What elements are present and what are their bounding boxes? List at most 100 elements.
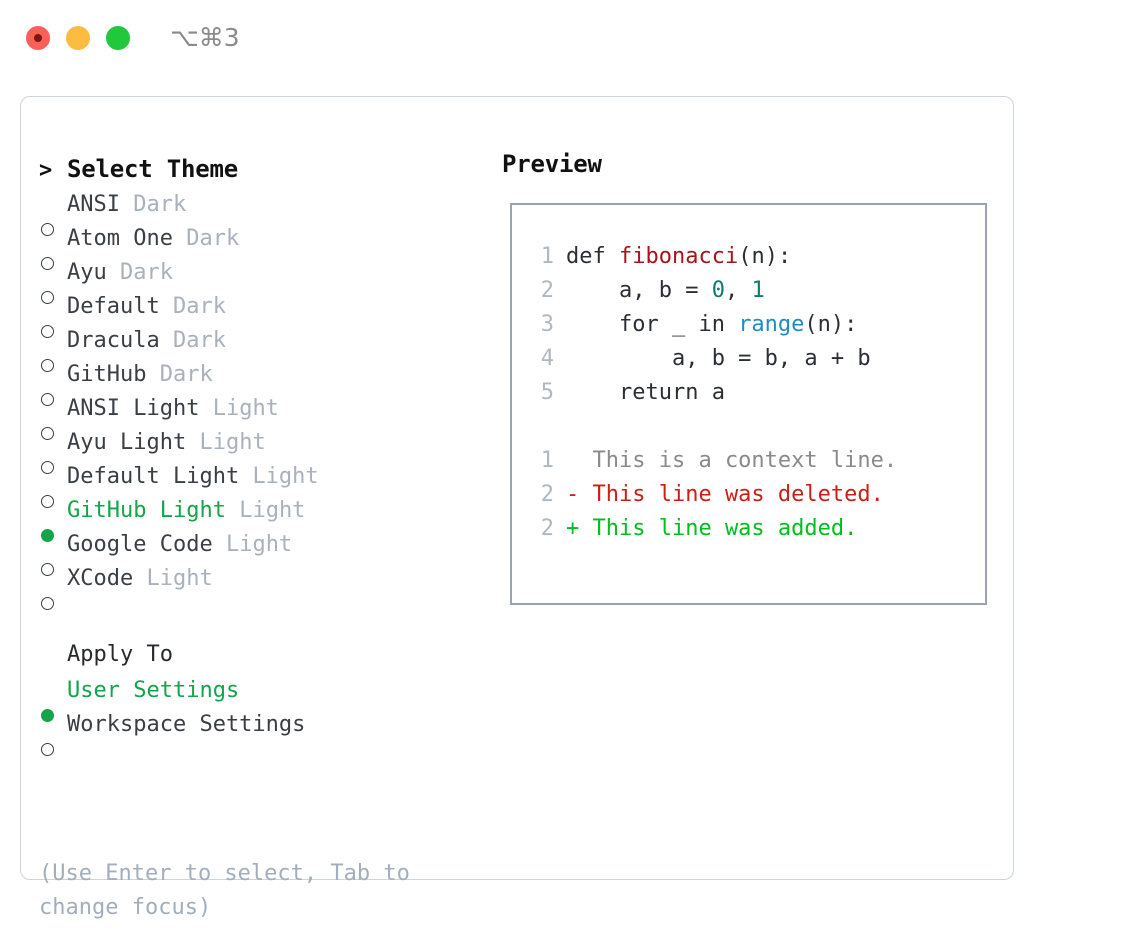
theme-gap: [160, 324, 173, 358]
theme-gap: [213, 528, 226, 562]
keyboard-hint-line-1: (Use Enter to select, Tab to: [39, 861, 410, 886]
theme-name: ANSI: [67, 192, 120, 217]
theme-option-row[interactable]: GitHub Dark: [39, 358, 469, 406]
theme-kind-badge: Light: [146, 566, 213, 591]
theme-kind-badge: Dark: [133, 192, 187, 217]
theme-name: Google Code: [67, 532, 213, 557]
close-button[interactable]: [26, 26, 50, 50]
theme-name: GitHub: [67, 362, 147, 387]
list-spacer: [39, 596, 469, 630]
line-number: 4: [540, 346, 554, 371]
theme-option-row[interactable]: Ayu Dark: [39, 256, 469, 304]
theme-gap: [239, 460, 252, 494]
radio-unselected-icon: [41, 597, 54, 610]
code-token: ,: [724, 278, 752, 303]
theme-name: XCode: [67, 566, 134, 591]
code-token: return a: [566, 380, 725, 405]
prompt-caret-icon: >: [39, 158, 53, 183]
diff-line: 2+ This line was added.: [524, 512, 979, 546]
maximize-button[interactable]: [106, 26, 130, 50]
theme-gap: [226, 494, 239, 528]
preview-title: Preview: [502, 150, 602, 178]
theme-name: Default: [67, 294, 160, 319]
theme-kind-badge: Light: [239, 498, 306, 523]
radio-unselected-icon: [41, 461, 54, 474]
code-token: (n):: [804, 312, 858, 337]
apply-to-option-label: User Settings: [67, 678, 240, 703]
apply-to-option-label: Workspace Settings: [67, 712, 306, 737]
theme-gap: [107, 256, 120, 290]
theme-option-row[interactable]: ANSI Light Light: [39, 392, 469, 440]
apply-to-option-row[interactable]: User Settings: [39, 674, 469, 722]
code-line: 2 a, b = 0, 1: [524, 274, 979, 308]
diff-line: 2- This line was deleted.: [524, 478, 979, 512]
theme-option-row[interactable]: GitHub Light Light: [39, 494, 469, 542]
code-diff-spacer: [524, 410, 979, 444]
diff-line-text: - This line was deleted.: [566, 482, 884, 507]
theme-option-row[interactable]: Default Dark: [39, 290, 469, 338]
code-line: 4 a, b = b, a + b: [524, 342, 979, 376]
theme-kind-badge: Light: [252, 464, 319, 489]
theme-option-row[interactable]: Ayu Light Light: [39, 426, 469, 474]
theme-option-row[interactable]: XCode Light: [39, 562, 469, 610]
line-number: 2: [540, 278, 554, 303]
code-token: a, b =: [566, 278, 712, 303]
theme-name: Ayu Light: [67, 430, 187, 455]
theme-option-row[interactable]: Default Light Light: [39, 460, 469, 508]
code-line: 3 for _ in range(n):: [524, 308, 979, 342]
radio-unselected-icon: [41, 359, 54, 372]
line-number: 3: [540, 312, 554, 337]
code-token: a, b = b, a + b: [566, 346, 871, 371]
code-line-text: for _ in range(n):: [566, 308, 857, 342]
theme-option-row[interactable]: Dracula Dark: [39, 324, 469, 372]
line-number: 1: [540, 448, 554, 473]
radio-unselected-icon: [41, 743, 54, 756]
code-token: range: [738, 312, 805, 337]
keyboard-hint-line-2: change focus): [39, 895, 212, 920]
theme-gap: [173, 222, 186, 256]
theme-name: Default Light: [67, 464, 240, 489]
theme-gap: [133, 562, 146, 596]
radio-selected-icon: [41, 709, 54, 722]
line-number: 2: [540, 516, 554, 541]
theme-name: GitHub Light: [67, 498, 226, 523]
line-number: 5: [540, 380, 554, 405]
radio-unselected-icon: [41, 495, 54, 508]
code-token: (n):: [738, 244, 792, 269]
code-token: 1: [751, 278, 765, 303]
theme-gap: [186, 426, 199, 460]
radio-unselected-icon: [41, 393, 54, 406]
diff-line: 1 This is a context line.: [524, 444, 979, 478]
code-line-text: a, b = 0, 1: [566, 274, 765, 308]
theme-gap: [146, 358, 159, 392]
diff-sample: 1 This is a context line.2- This line wa…: [524, 444, 979, 546]
apply-to-option-row[interactable]: Workspace Settings: [39, 708, 469, 756]
radio-unselected-icon: [41, 563, 54, 576]
theme-kind-badge: Dark: [172, 294, 226, 319]
minimize-button[interactable]: [66, 26, 90, 50]
apply-to-label: Apply To: [67, 642, 173, 667]
radio-unselected-icon: [41, 325, 54, 338]
theme-kind-badge: Light: [225, 532, 293, 557]
radio-selected-icon: [41, 529, 54, 542]
theme-gap: [160, 290, 173, 324]
traffic-lights: [26, 26, 130, 50]
code-token: def: [566, 244, 619, 269]
diff-line-text: This is a context line.: [566, 448, 898, 473]
code-line-text: return a: [566, 376, 725, 410]
apply-to-heading: Apply To: [39, 630, 469, 674]
theme-gap: [120, 188, 133, 222]
keyboard-shortcut-label: ⌥⌘3: [170, 23, 240, 52]
code-line: 5 return a: [524, 376, 979, 410]
theme-option-row[interactable]: Google Code Light: [39, 528, 469, 576]
theme-option-row[interactable]: ANSI Dark: [39, 188, 469, 236]
keyboard-hint: (Use Enter to select, Tab to change focu…: [39, 857, 451, 925]
theme-option-row[interactable]: Atom One Dark: [39, 222, 469, 270]
theme-kind-badge: Dark: [172, 328, 226, 353]
